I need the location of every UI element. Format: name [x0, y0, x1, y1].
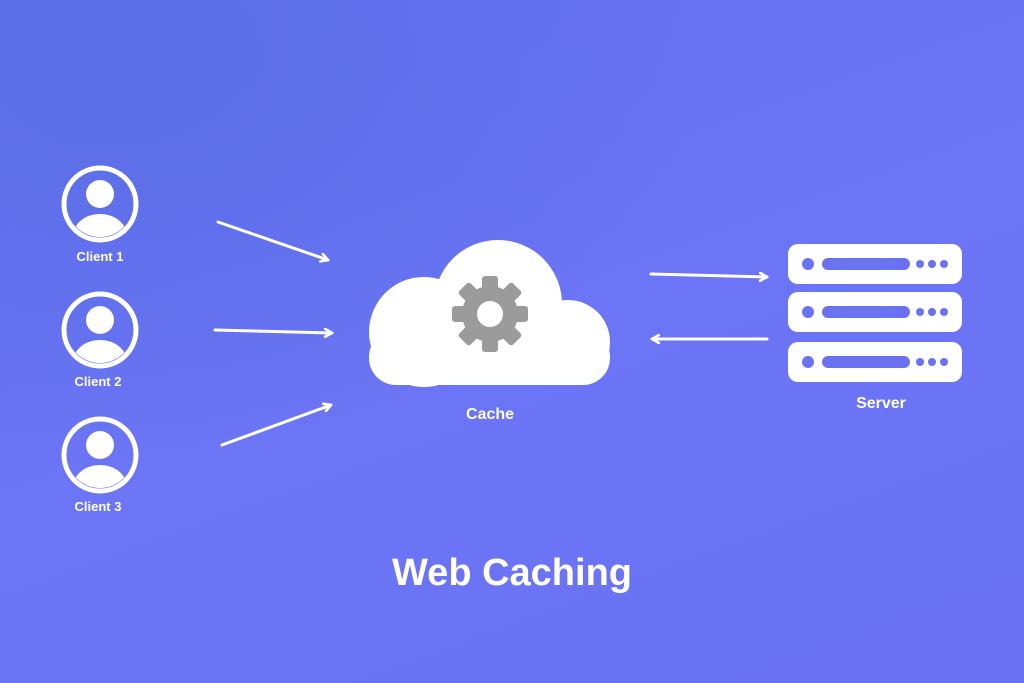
client-1-label: Client 1	[76, 249, 124, 264]
client-2-label: Client 2	[74, 374, 122, 389]
gear-icon	[452, 276, 528, 352]
arrow-client-1-to-cache	[216, 220, 330, 260]
arrow-client-3-to-cache	[220, 405, 333, 447]
server-unit-3	[788, 342, 962, 382]
client-3-user-icon	[61, 416, 139, 494]
arrow-client-2-to-cache	[213, 330, 334, 333]
client-3-label: Client 3	[74, 499, 122, 514]
server-unit-2	[788, 292, 962, 332]
client-1-user-icon	[61, 165, 139, 243]
arrow-cache-to-server	[649, 274, 769, 277]
client-2-user-icon	[61, 291, 139, 369]
diagram-title: Web Caching	[392, 552, 632, 594]
server-label: Server	[856, 395, 906, 412]
server-unit-1	[788, 244, 962, 284]
cache-label: Cache	[465, 406, 515, 423]
server-rack-icon	[788, 244, 962, 382]
